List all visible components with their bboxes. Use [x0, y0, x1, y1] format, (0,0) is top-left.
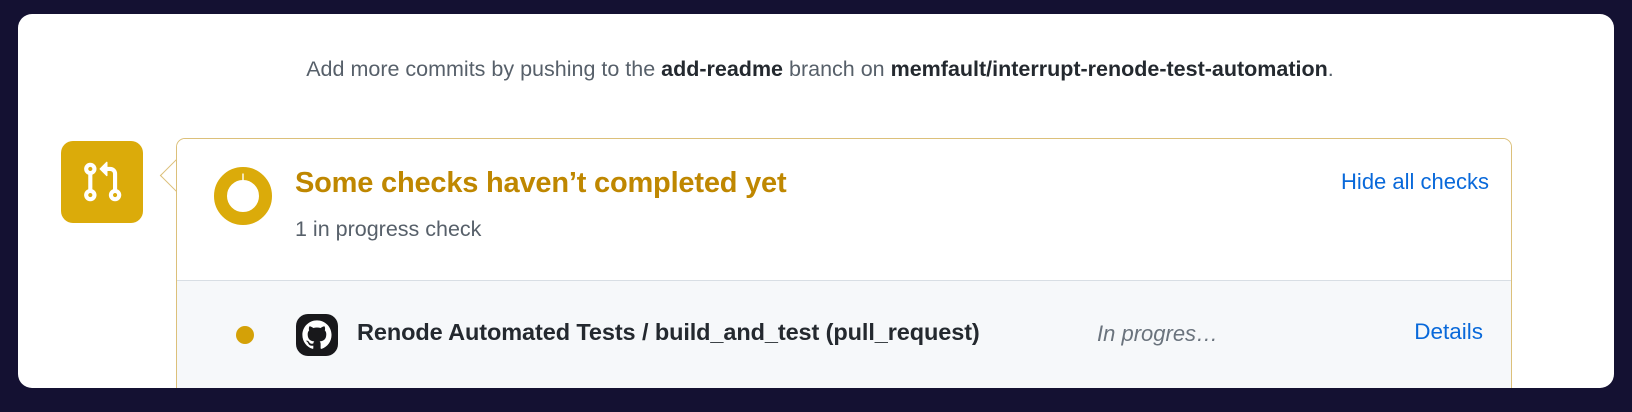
hide-all-checks-link[interactable]: Hide all checks [1341, 169, 1489, 194]
branch-name: add‐readme [661, 57, 784, 81]
check-name: Renode Automated Tests / build_and_test … [357, 319, 980, 345]
github-actions-octocat-icon [295, 313, 339, 357]
pull-request-card: Add more commits by pushing to the add‐r… [18, 14, 1614, 388]
commit-hint-middle: branch on [783, 57, 891, 81]
check-row[interactable]: Renode Automated Tests / build_and_test … [177, 281, 1511, 388]
check-details-link[interactable]: Details [1414, 319, 1483, 344]
progress-ring-icon [212, 165, 274, 227]
checks-subtitle: 1 in progress check [295, 217, 482, 241]
checks-panel: Some checks haven’t completed yet 1 in p… [176, 138, 1512, 388]
check-status-text: In progres… [1097, 321, 1219, 346]
commit-hint-suffix: . [1327, 57, 1334, 81]
merge-status-badge [61, 141, 143, 223]
check-status-dot-icon [236, 326, 254, 344]
commit-hint-prefix: Add more commits by pushing to the [306, 57, 662, 81]
commit-hint-text: Add more commits by pushing to the add‐r… [160, 54, 1480, 84]
repository-name: memfault/interrupt-renode-test-automatio… [890, 57, 1328, 81]
checks-header: Some checks haven’t completed yet 1 in p… [177, 139, 1511, 281]
git-pull-request-icon [80, 160, 124, 204]
checks-title: Some checks haven’t completed yet [295, 167, 787, 199]
